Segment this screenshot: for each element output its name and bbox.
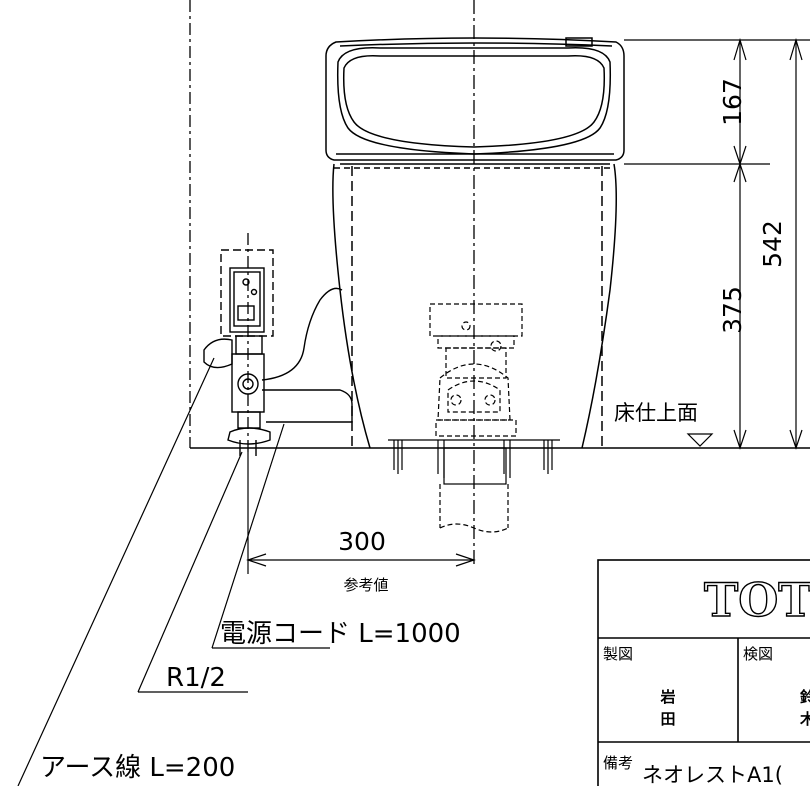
drawn-by-name-2: 田 [660,710,675,728]
checked-by-label: 検図 [743,645,773,663]
checked-by-name-2: 木 [799,710,810,728]
dim-supply-offset: 300 [338,527,386,556]
supply-valve [203,249,353,456]
toilet-lid [325,37,625,165]
dim-bowl-height: 375 [718,286,747,334]
power-cord-label: 電源コード L=1000 [220,619,461,649]
remarks-value: ネオレストA1( [642,763,783,786]
remarks-label: 備考 [603,754,633,772]
dim-total-height: 542 [758,220,787,268]
pipe-thread-label: R1/2 [166,663,226,693]
reference-value-label: 参考値 [343,576,388,594]
earth-wire-label: アース線 L=200 [40,753,235,783]
checked-by-name-1: 鈴 [800,688,810,706]
title-block [597,559,810,786]
drawn-by-name-1: 岩 [659,688,675,706]
dimension-300 [246,452,476,574]
floor-finish-label: 床仕上面 [614,401,698,425]
drain-internals [429,303,523,533]
leader-lines [17,357,330,786]
drawn-by-label: 製図 [603,645,633,663]
dimension-lines [624,37,810,450]
title-block-logo: TOTO [704,573,810,627]
center-lines [189,0,810,566]
anchor-bolts [388,439,560,478]
dim-lid-height: 167 [718,78,747,126]
toilet-body [332,163,617,449]
